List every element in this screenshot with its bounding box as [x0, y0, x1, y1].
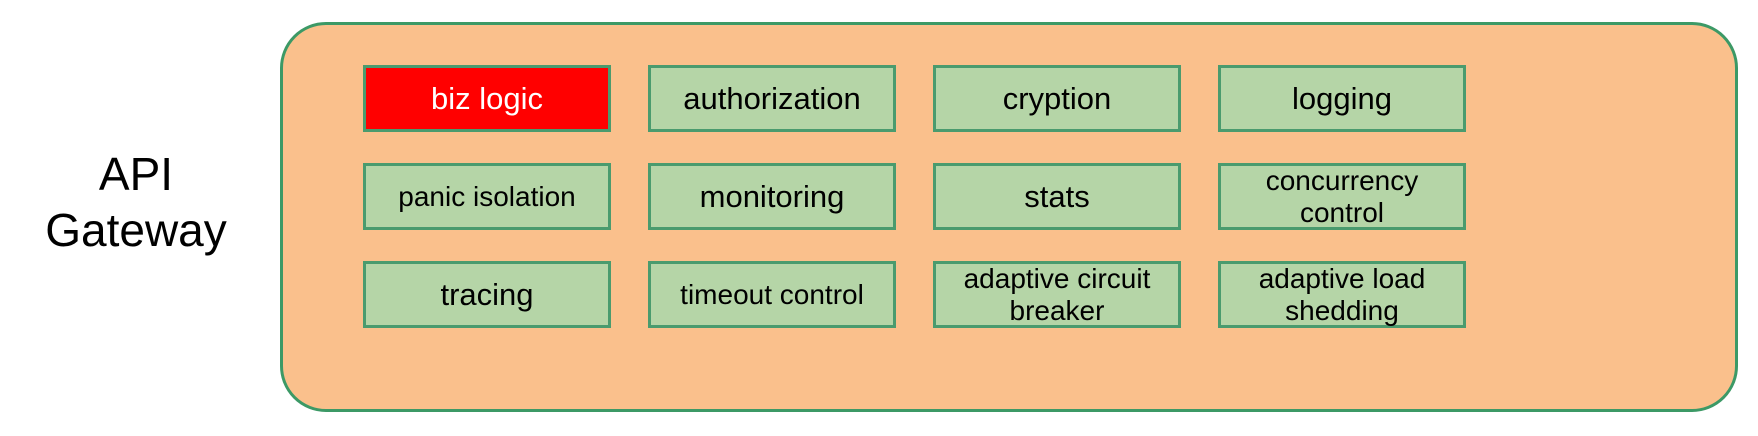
middleware-box-biz-logic[interactable]: biz logic [363, 65, 611, 132]
middleware-grid: biz logic authorization cryption logging pan… [363, 65, 1668, 328]
api-gateway-container: biz logic authorization cryption logging pan… [280, 22, 1738, 412]
middleware-box-adaptive-circuit-breaker[interactable]: adaptive circuit breaker [933, 261, 1181, 328]
middleware-box-authorization[interactable]: authorization [648, 65, 896, 132]
api-gateway-label: API Gateway [45, 148, 227, 256]
middleware-box-cryption[interactable]: cryption [933, 65, 1181, 132]
middleware-box-stats[interactable]: stats [933, 163, 1181, 230]
middleware-box-adaptive-load-shedding[interactable]: adaptive load shedding [1218, 261, 1466, 328]
middleware-box-concurrency-control[interactable]: concurrency control [1218, 163, 1466, 230]
middleware-box-timeout-control[interactable]: timeout control [648, 261, 896, 328]
middleware-box-panic-isolation[interactable]: panic isolation [363, 163, 611, 230]
middleware-box-logging[interactable]: logging [1218, 65, 1466, 132]
middleware-box-monitoring[interactable]: monitoring [648, 163, 896, 230]
middleware-box-tracing[interactable]: tracing [363, 261, 611, 328]
